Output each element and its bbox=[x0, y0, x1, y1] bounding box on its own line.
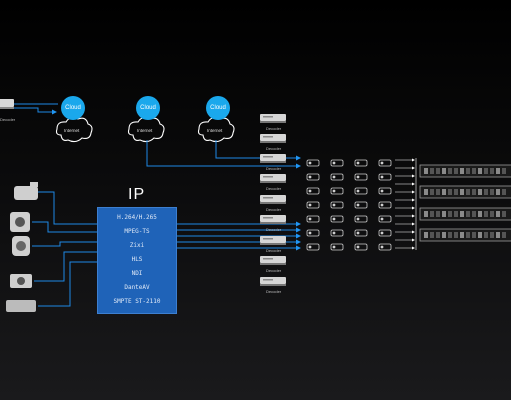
ip-title: IP bbox=[128, 186, 146, 203]
fanout-arrowhead bbox=[412, 238, 415, 242]
receiver-icon bbox=[354, 187, 368, 195]
receiver-icon bbox=[378, 215, 392, 223]
decoder-label: Decoder bbox=[266, 166, 282, 171]
decoder-label: Decoder bbox=[266, 227, 282, 232]
fanout-arrowhead bbox=[412, 230, 415, 234]
cloud-badge: Cloud bbox=[61, 96, 85, 120]
protocol-item: H.264/H.265 bbox=[117, 214, 157, 221]
decoder-device bbox=[260, 114, 286, 123]
protocol-item: Zixi bbox=[129, 242, 145, 249]
decoder-label: Decoder bbox=[266, 207, 282, 212]
receiver-icon bbox=[330, 173, 344, 181]
fanout-arrowhead bbox=[412, 166, 415, 170]
ip-protocol-box: H.264/H.265 MPEG-TS Zixi HLS NDI DanteAV… bbox=[97, 207, 177, 314]
encoder-device-icon bbox=[0, 99, 14, 109]
decoder-device bbox=[260, 154, 286, 163]
receiver-icon bbox=[354, 201, 368, 209]
rack-unit bbox=[419, 228, 511, 242]
receiver-icon bbox=[354, 159, 368, 167]
decoder-label: Decoder bbox=[266, 289, 282, 294]
rack-unit bbox=[419, 185, 511, 199]
receiver-icon bbox=[354, 229, 368, 237]
fanout-arrowhead bbox=[412, 206, 415, 210]
receiver-icon bbox=[330, 243, 344, 251]
receiver-icon bbox=[330, 229, 344, 237]
receiver-icon bbox=[378, 159, 392, 167]
receiver-icon bbox=[306, 243, 320, 251]
protocol-item: HLS bbox=[131, 256, 143, 263]
receiver-icon bbox=[354, 215, 368, 223]
rack-unit bbox=[419, 164, 511, 178]
decoder-device bbox=[260, 134, 286, 143]
fanout-arrowhead bbox=[412, 174, 415, 178]
camera-to-ip-lines bbox=[32, 191, 97, 307]
receiver-icon bbox=[306, 159, 320, 167]
protocol-item: SMPTE ST-2110 bbox=[113, 298, 161, 305]
receiver-icon bbox=[354, 243, 368, 251]
decoder-device bbox=[260, 215, 286, 224]
receiver-icon bbox=[378, 243, 392, 251]
receiver-icon bbox=[306, 187, 320, 195]
fanout-arrowhead bbox=[412, 222, 415, 226]
internet-label: Internet bbox=[137, 128, 153, 133]
internet-label: Internet bbox=[64, 128, 80, 133]
receiver-icon bbox=[330, 215, 344, 223]
decoder-device bbox=[260, 195, 286, 204]
receiver-icon bbox=[378, 173, 392, 181]
receiver-icon bbox=[306, 173, 320, 181]
cloud-feed-lines bbox=[14, 103, 58, 115]
decoder-label: Decoder bbox=[0, 117, 16, 122]
fanout-arrowhead bbox=[412, 190, 415, 194]
receiver-icon bbox=[378, 201, 392, 209]
decoder-device bbox=[260, 256, 286, 265]
decoder-stack bbox=[260, 114, 286, 286]
decoder-device bbox=[260, 236, 286, 245]
receiver-icon bbox=[354, 173, 368, 181]
decoder-label: Decoder bbox=[266, 146, 282, 151]
protocol-item: DanteAV bbox=[124, 284, 150, 291]
receiver-icon bbox=[306, 229, 320, 237]
receiver-icon bbox=[330, 201, 344, 209]
receiver-icon bbox=[330, 187, 344, 195]
receiver-icon bbox=[306, 201, 320, 209]
internet-cloud-2 bbox=[127, 116, 165, 143]
fanout-arrowhead bbox=[412, 158, 415, 162]
rack-units bbox=[419, 164, 511, 242]
receiver-icon bbox=[378, 187, 392, 195]
protocol-item: MPEG-TS bbox=[124, 228, 150, 235]
cloud-badge: Cloud bbox=[206, 96, 230, 120]
decoder-label: Decoder bbox=[266, 248, 282, 253]
receiver-icon bbox=[306, 215, 320, 223]
receiver-icon bbox=[378, 229, 392, 237]
protocol-item: NDI bbox=[131, 270, 143, 277]
camera-device-icons bbox=[6, 182, 38, 312]
fanout-arrows bbox=[395, 158, 417, 250]
internet-label: Internet bbox=[207, 128, 223, 133]
internet-cloud-3 bbox=[197, 116, 235, 143]
cloud-badge: Cloud bbox=[136, 96, 160, 120]
decoder-label: Decoder bbox=[266, 186, 282, 191]
receiver-icon bbox=[330, 159, 344, 167]
decoder-device bbox=[260, 277, 286, 286]
fanout-arrowhead bbox=[412, 182, 415, 186]
decoder-label: Decoder bbox=[266, 126, 282, 131]
fanout-arrowhead bbox=[412, 198, 415, 202]
fanout-arrowhead bbox=[412, 214, 415, 218]
internet-cloud-1 bbox=[55, 116, 93, 143]
decoder-label: Decoder bbox=[266, 268, 282, 273]
receiver-grid bbox=[306, 159, 392, 251]
rack-unit bbox=[419, 207, 511, 221]
fanout-arrowhead bbox=[412, 246, 415, 250]
decoder-device bbox=[260, 174, 286, 183]
